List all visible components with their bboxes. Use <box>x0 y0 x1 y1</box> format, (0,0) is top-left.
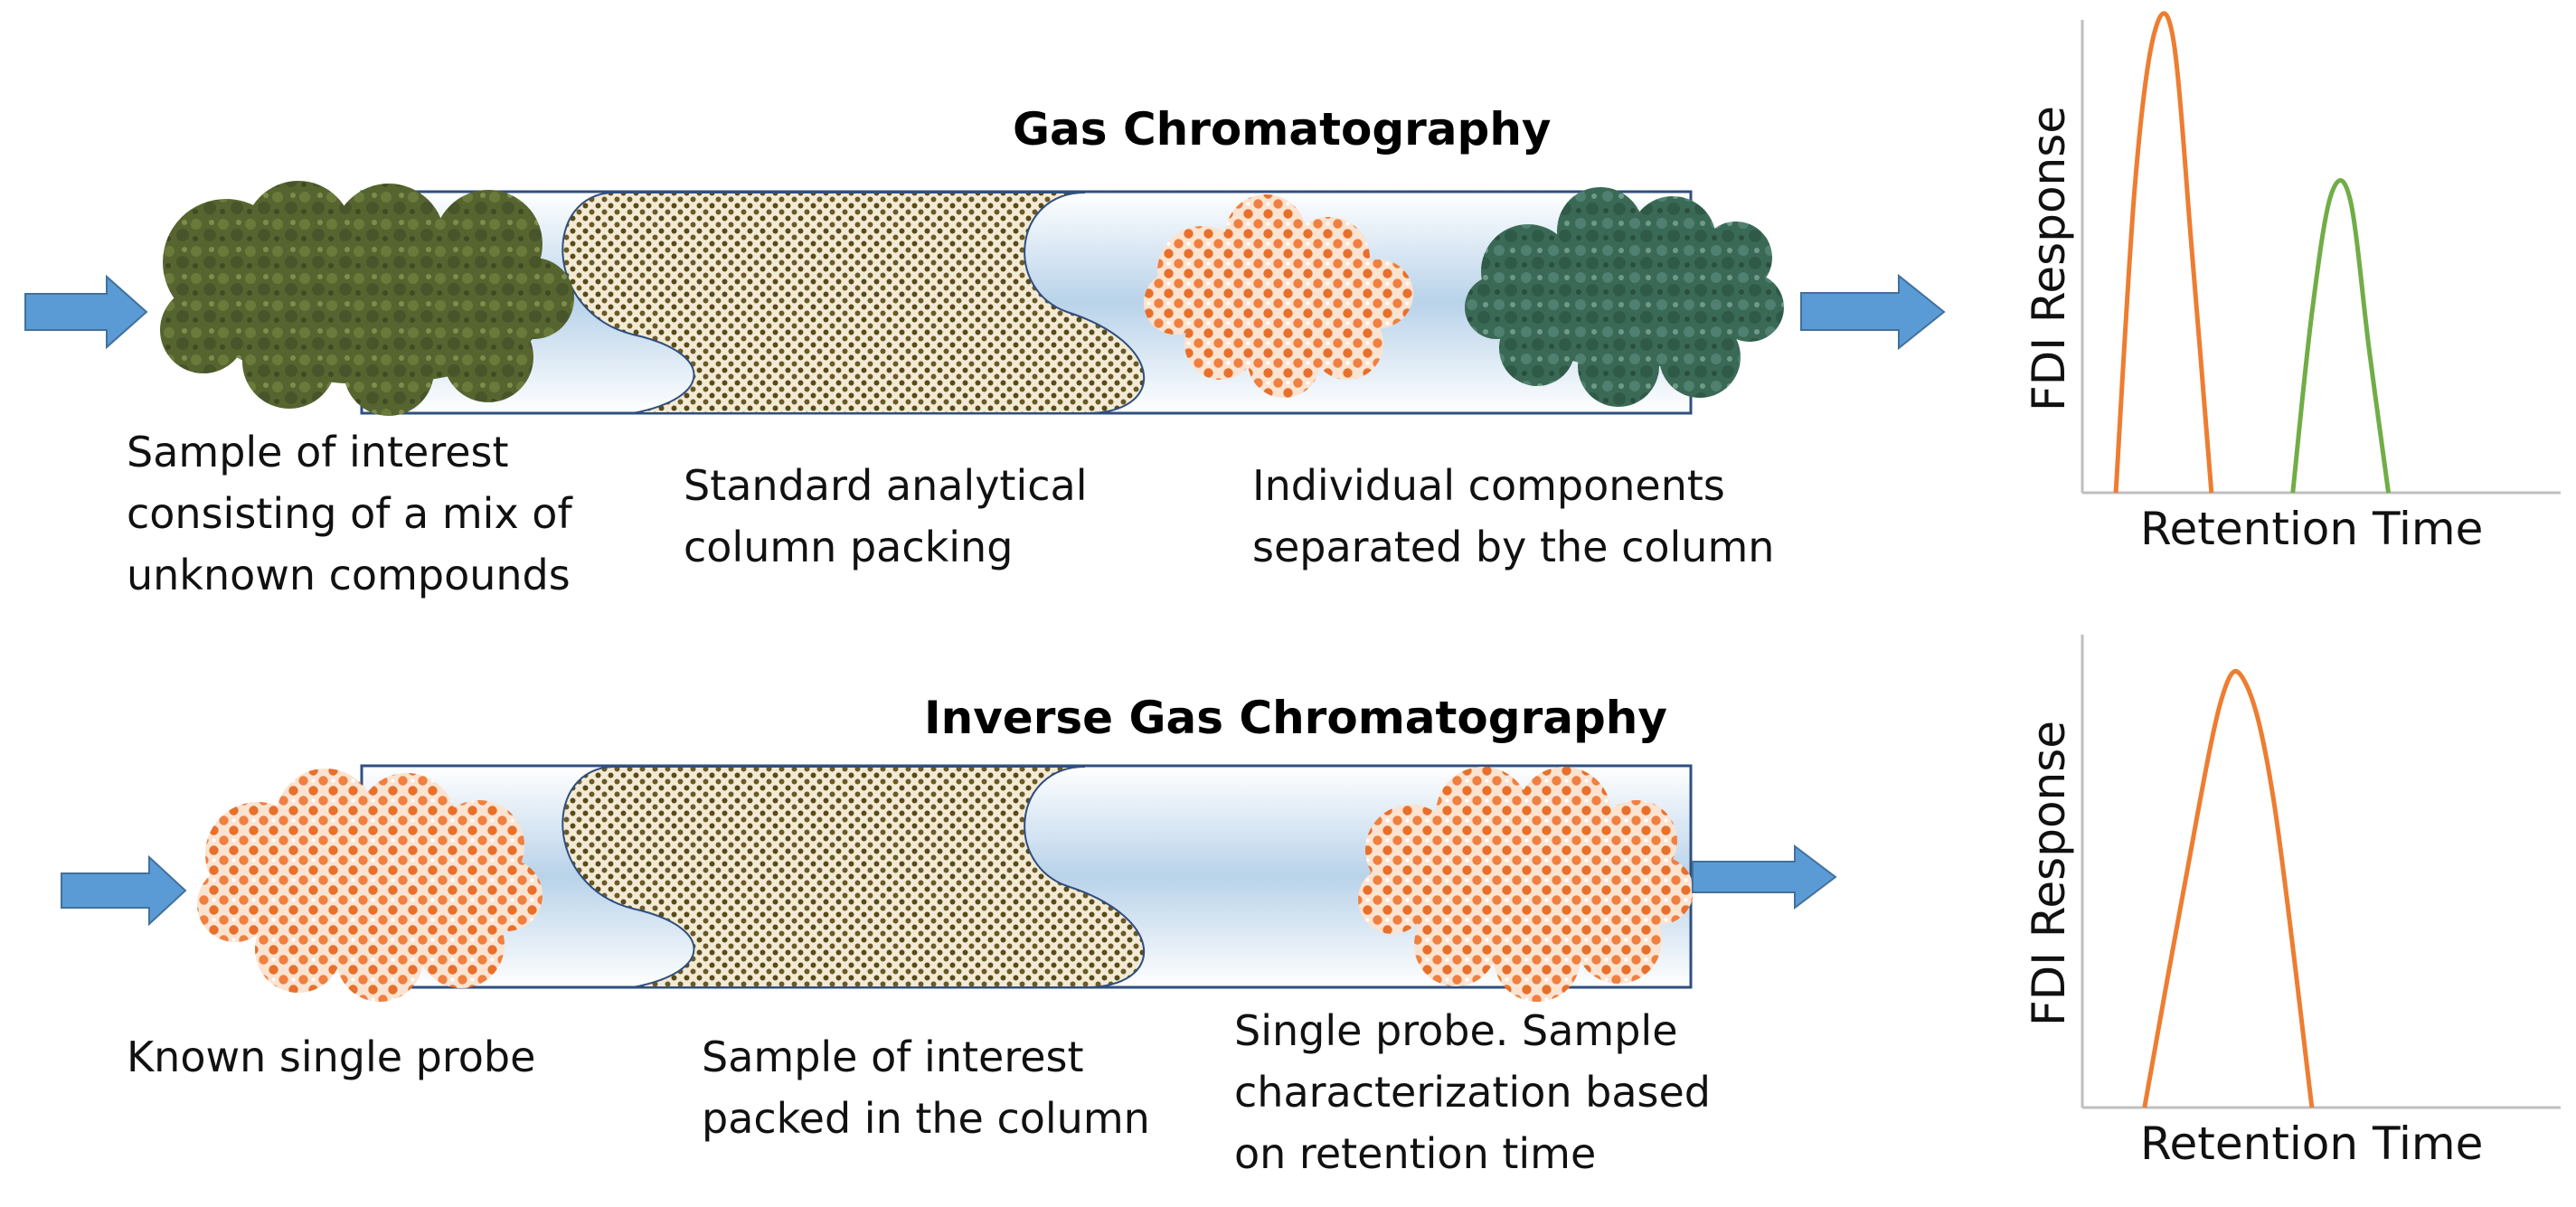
igc-chart-xlabel: Retention Time <box>2140 1117 2484 1170</box>
gc-component-cloud-orange <box>1144 194 1413 398</box>
igc-probe-label: Known single probe <box>127 1026 535 1088</box>
igc-result-label-line: characterization based <box>1234 1068 1711 1117</box>
gc-packing-label: Standard analytical column packing <box>684 455 1088 578</box>
igc-inlet-arrow <box>61 854 187 927</box>
gc-outlet-arrow <box>1800 273 1946 351</box>
igc-packed-label-line: Sample of interest <box>702 1033 1084 1081</box>
gc-packing-label-line: Standard analytical <box>684 461 1088 510</box>
igc-probe-cloud-outlet <box>1358 767 1694 1002</box>
igc-probe-cloud-inlet <box>197 769 543 1002</box>
chart-series-line-0 <box>2142 669 2315 1108</box>
gc-components-label: Individual components separated by the c… <box>1252 455 1774 578</box>
chart-series-line-1 <box>2290 177 2392 494</box>
igc-chart-ylabel: FDI Response <box>2023 720 2075 1026</box>
igc-result-label-line: on retention time <box>1234 1129 1597 1178</box>
igc-chromatogram <box>2081 635 2561 1109</box>
igc-packed-label-line: packed in the column <box>702 1094 1150 1143</box>
igc-probe-label-line: Known single probe <box>127 1033 536 1081</box>
gc-title: Gas Chromatography <box>1013 103 1552 156</box>
gc-component-cloud-green <box>1465 187 1784 407</box>
igc-result-label: Single probe. Sample characterization ba… <box>1234 1000 1711 1184</box>
chart-series-line-0 <box>2113 11 2214 494</box>
gc-sample-label-line: consisting of a mix of <box>127 489 572 538</box>
gc-mixture-cloud <box>160 181 574 416</box>
gc-sample-label-line: unknown compounds <box>127 551 571 599</box>
gc-chart-ylabel: FDI Response <box>2023 105 2075 411</box>
gc-chart-xlabel: Retention Time <box>2140 503 2484 555</box>
gc-components-label-line: Individual components <box>1252 461 1725 510</box>
igc-outlet-arrow <box>1692 844 1837 910</box>
gc-chromatogram <box>2081 11 2561 495</box>
gc-packing-label-line: column packing <box>684 523 1014 571</box>
gc-components-label-line: separated by the column <box>1252 523 1775 571</box>
gc-sample-label-line: Sample of interest <box>127 428 509 476</box>
igc-packed-label: Sample of interest packed in the column <box>702 1026 1150 1149</box>
igc-title: Inverse Gas Chromatography <box>924 692 1667 744</box>
gc-sample-label: Sample of interest consisting of a mix o… <box>127 421 572 606</box>
igc-column-packing <box>561 766 1146 988</box>
gc-inlet-arrow <box>24 274 148 350</box>
igc-result-label-line: Single probe. Sample <box>1234 1006 1678 1055</box>
